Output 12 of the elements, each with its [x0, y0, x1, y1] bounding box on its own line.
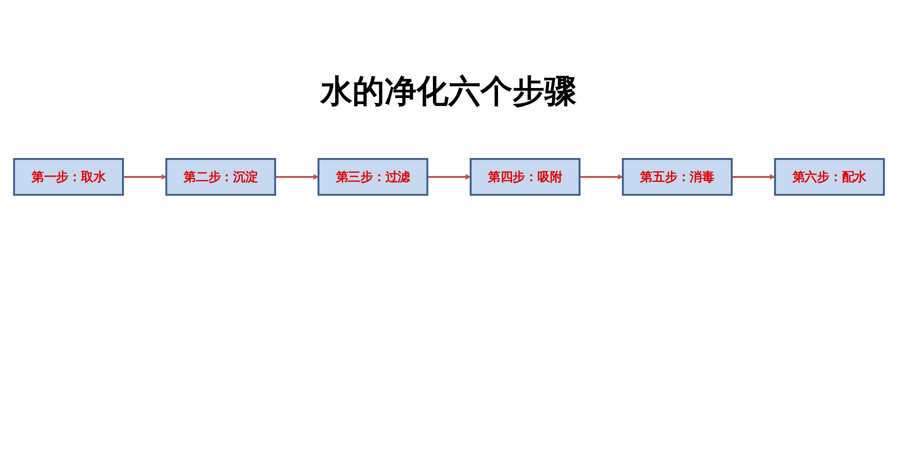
arrow: [122, 174, 166, 180]
arrow: [579, 174, 623, 180]
node-box: 第三步：过滤: [317, 158, 428, 196]
arrow: [274, 174, 318, 180]
node-box: 第六步：配水: [774, 158, 884, 196]
diagram-title: 水的净化六个步骤: [318, 71, 578, 112]
node-box: 第四步：吸附: [469, 158, 580, 196]
node-box: 第五步：消毒: [621, 158, 732, 196]
arrow: [731, 174, 775, 180]
node-box: 第二步：沉淀: [164, 158, 276, 196]
node-box: 第一步：取水: [12, 158, 124, 196]
arrow: [426, 174, 470, 180]
